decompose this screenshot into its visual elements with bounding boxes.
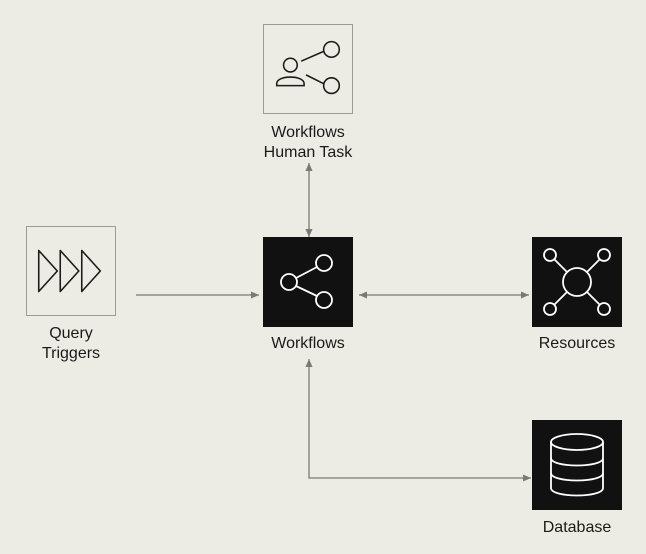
human-task-label-line2: Human Task [263, 144, 353, 161]
workflows-label: Workflows [271, 335, 345, 352]
query-triggers-node [26, 226, 116, 316]
query-triggers-label-line1: Query [49, 325, 93, 342]
query-triggers-label-line2: Triggers [41, 345, 101, 362]
query-triggers-label: Query Triggers [11, 324, 131, 364]
workflows-node [263, 237, 353, 327]
triple-chevron-right-icon [37, 249, 102, 293]
database-label: Database [542, 519, 612, 536]
database-icon [550, 433, 604, 497]
share-icon [280, 254, 333, 309]
resources-node [532, 237, 622, 327]
database-node [532, 420, 622, 510]
edge-workflows-database [305, 359, 531, 482]
resources-label: Resources [538, 335, 616, 352]
human-task-label-line1: Workflows [271, 124, 345, 141]
user-share-icon [275, 40, 341, 95]
hub-network-icon [543, 248, 611, 316]
human-task-node [263, 24, 353, 114]
human-task-label: Workflows Human Task [243, 123, 373, 163]
